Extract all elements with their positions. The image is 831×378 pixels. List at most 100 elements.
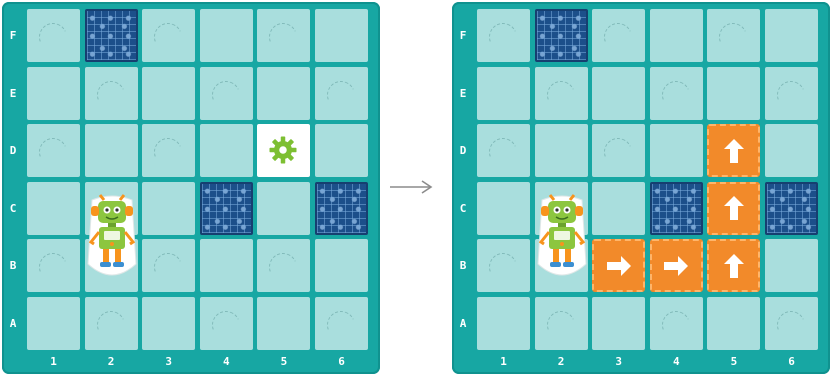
arrow-tile [707, 239, 760, 292]
tile-pattern [150, 249, 186, 285]
grid-cell-b6 [765, 239, 818, 292]
arrow-tile [592, 239, 645, 292]
row-label: B [455, 259, 471, 273]
grid-cell-a2 [85, 297, 138, 350]
grid-cell-e6 [315, 67, 368, 120]
grid-cell-e4 [650, 67, 703, 120]
grid-cell-e2 [85, 67, 138, 120]
tile-pattern [323, 77, 359, 113]
row-label: A [455, 317, 471, 331]
circuit-obstacle-tile [535, 9, 588, 62]
grid-cell-a6 [765, 297, 818, 350]
tile-pattern [208, 307, 244, 343]
grid-cell-f4 [650, 9, 703, 62]
column-label: 3 [142, 355, 195, 369]
grid-cell-f6 [765, 9, 818, 62]
circuit-obstacle-tile [765, 182, 818, 235]
row-label: E [5, 87, 21, 101]
grid-cell-c3 [142, 182, 195, 235]
column-label: 1 [477, 355, 530, 369]
robot-icon [84, 194, 140, 282]
row-label: A [5, 317, 21, 331]
grid-cell-d1 [477, 124, 530, 177]
grid-cell-e1 [27, 67, 80, 120]
row-label: F [5, 29, 21, 43]
column-label: 6 [315, 355, 368, 369]
grid-cell-e2 [535, 67, 588, 120]
grid-cell-c1 [477, 182, 530, 235]
grid-cell-a1 [27, 297, 80, 350]
row-label: B [5, 259, 21, 273]
tile-pattern [208, 77, 244, 113]
column-label: 6 [765, 355, 818, 369]
circuit-obstacle-tile [650, 182, 703, 235]
grid-cell-a5 [707, 297, 760, 350]
arrow-tile [707, 182, 760, 235]
grid-cell-d6 [315, 124, 368, 177]
tile-pattern [543, 307, 579, 343]
grid-cell-b5 [257, 239, 310, 292]
grid-cell-a3 [142, 297, 195, 350]
circuit-obstacle-tile [200, 182, 253, 235]
row-label: F [455, 29, 471, 43]
up-arrow-icon [719, 251, 749, 281]
grid-cell-b1 [27, 239, 80, 292]
circuit-obstacle-tile [315, 182, 368, 235]
robot-icon [534, 194, 590, 282]
row-label: E [455, 87, 471, 101]
grid-cell-d3 [592, 124, 645, 177]
grid-cell-e6 [765, 67, 818, 120]
tile-pattern [93, 307, 129, 343]
arrow-tile [650, 239, 703, 292]
column-label: 2 [535, 355, 588, 369]
grid-cell-e5 [257, 67, 310, 120]
tile-pattern [658, 77, 694, 113]
grid-cell-f3 [142, 9, 195, 62]
row-label: C [5, 202, 21, 216]
tile-pattern [600, 134, 636, 170]
board-grid [477, 9, 823, 351]
tile-pattern [265, 249, 301, 285]
circuit-obstacle-tile [85, 9, 138, 62]
gear-icon [268, 135, 298, 165]
up-arrow-icon [719, 136, 749, 166]
grid-cell-f3 [592, 9, 645, 62]
grid-cell-e4 [200, 67, 253, 120]
grid-cell-d3 [142, 124, 195, 177]
tile-pattern [773, 77, 809, 113]
right-arrow-icon [604, 251, 634, 281]
grid-cell-a3 [592, 297, 645, 350]
tile-pattern [773, 307, 809, 343]
tile-pattern [35, 19, 71, 55]
gear-target-tile [257, 124, 310, 177]
grid-cell-d2 [85, 124, 138, 177]
grid-cell-f1 [477, 9, 530, 62]
tile-pattern [658, 307, 694, 343]
grid-cell-e3 [592, 67, 645, 120]
grid-cell-b4 [200, 239, 253, 292]
right-arrow-icon [388, 178, 434, 196]
row-label: C [455, 202, 471, 216]
grid-cell-a4 [200, 297, 253, 350]
tile-pattern [35, 134, 71, 170]
grid-cell-a6 [315, 297, 368, 350]
column-label: 1 [27, 355, 80, 369]
grid-cell-c1 [27, 182, 80, 235]
tile-pattern [150, 19, 186, 55]
grid-cell-e5 [707, 67, 760, 120]
tile-pattern [485, 249, 521, 285]
tile-pattern [543, 77, 579, 113]
grid-cell-b3 [142, 239, 195, 292]
tile-pattern [93, 77, 129, 113]
board-grid [27, 9, 373, 351]
grid-cell-d4 [200, 124, 253, 177]
column-label: 5 [257, 355, 310, 369]
up-arrow-icon [719, 193, 749, 223]
grid-cell-e3 [142, 67, 195, 120]
grid-cell-b1 [477, 239, 530, 292]
grid-cell-a2 [535, 297, 588, 350]
tile-pattern [715, 19, 751, 55]
tile-pattern [35, 249, 71, 285]
